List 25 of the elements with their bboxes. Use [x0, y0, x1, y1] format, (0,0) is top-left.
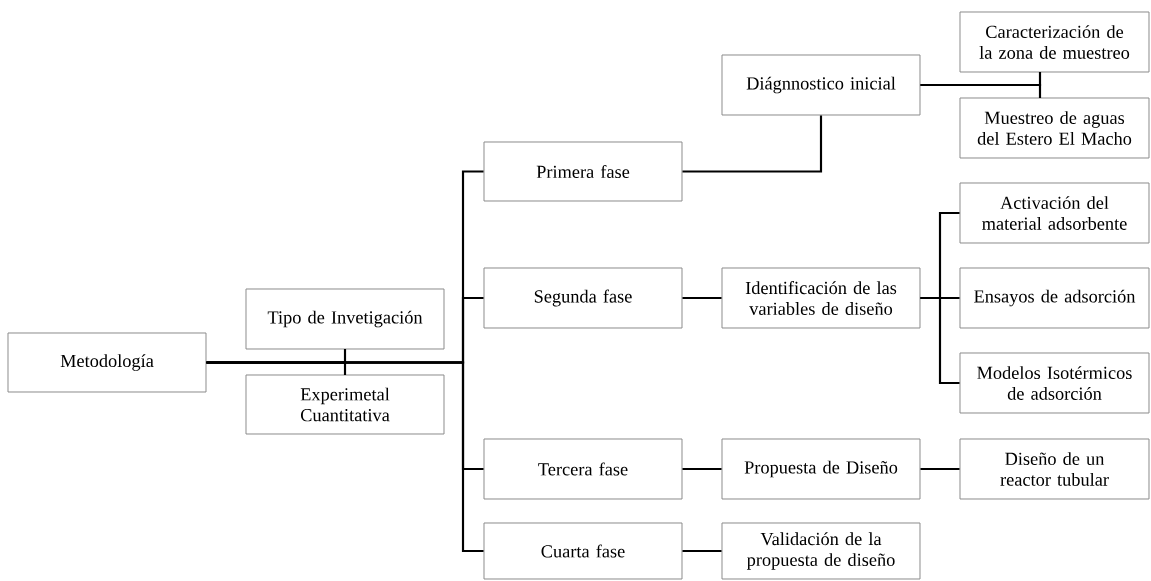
- text-box: Validación de la propuesta de diseño: [721, 522, 921, 580]
- text-box: Diseño de un reactor tubular: [959, 438, 1150, 500]
- text-box: Experimetal Cuantitativa: [245, 374, 445, 435]
- text-box: Modelos Isotérmicos de adsorción: [959, 352, 1150, 414]
- text-box: Caracterización de la zona de muestreo: [959, 11, 1150, 73]
- connector-line: [920, 467, 960, 471]
- text-box: Propuesta de Diseño: [721, 438, 921, 500]
- text-box: Activación del material adsorbente: [959, 182, 1150, 244]
- text-box: Metodología: [7, 332, 207, 393]
- text-box: Ensayos de adsorción: [959, 267, 1150, 329]
- text-box: Tercera fase: [483, 438, 683, 500]
- connector-line: [682, 296, 722, 300]
- text-box: Cuarta fase: [483, 522, 683, 580]
- text-box: Diágnnostico inicial: [721, 54, 921, 116]
- text-box: Identificación de las variables de diseño: [721, 267, 921, 329]
- connector-line: [682, 115, 823, 173]
- text-box: Tipo de Invetigación: [245, 288, 445, 350]
- connector-line: [920, 296, 960, 385]
- connector-line: [682, 549, 722, 553]
- connector-line: [682, 467, 722, 471]
- connector-line: [206, 361, 484, 553]
- connector-line: [920, 83, 1042, 98]
- text-box: Segunda fase: [483, 267, 683, 329]
- text-box: Muestreo de aguas del Estero El Macho: [959, 97, 1150, 159]
- text-box: Primera fase: [483, 141, 683, 202]
